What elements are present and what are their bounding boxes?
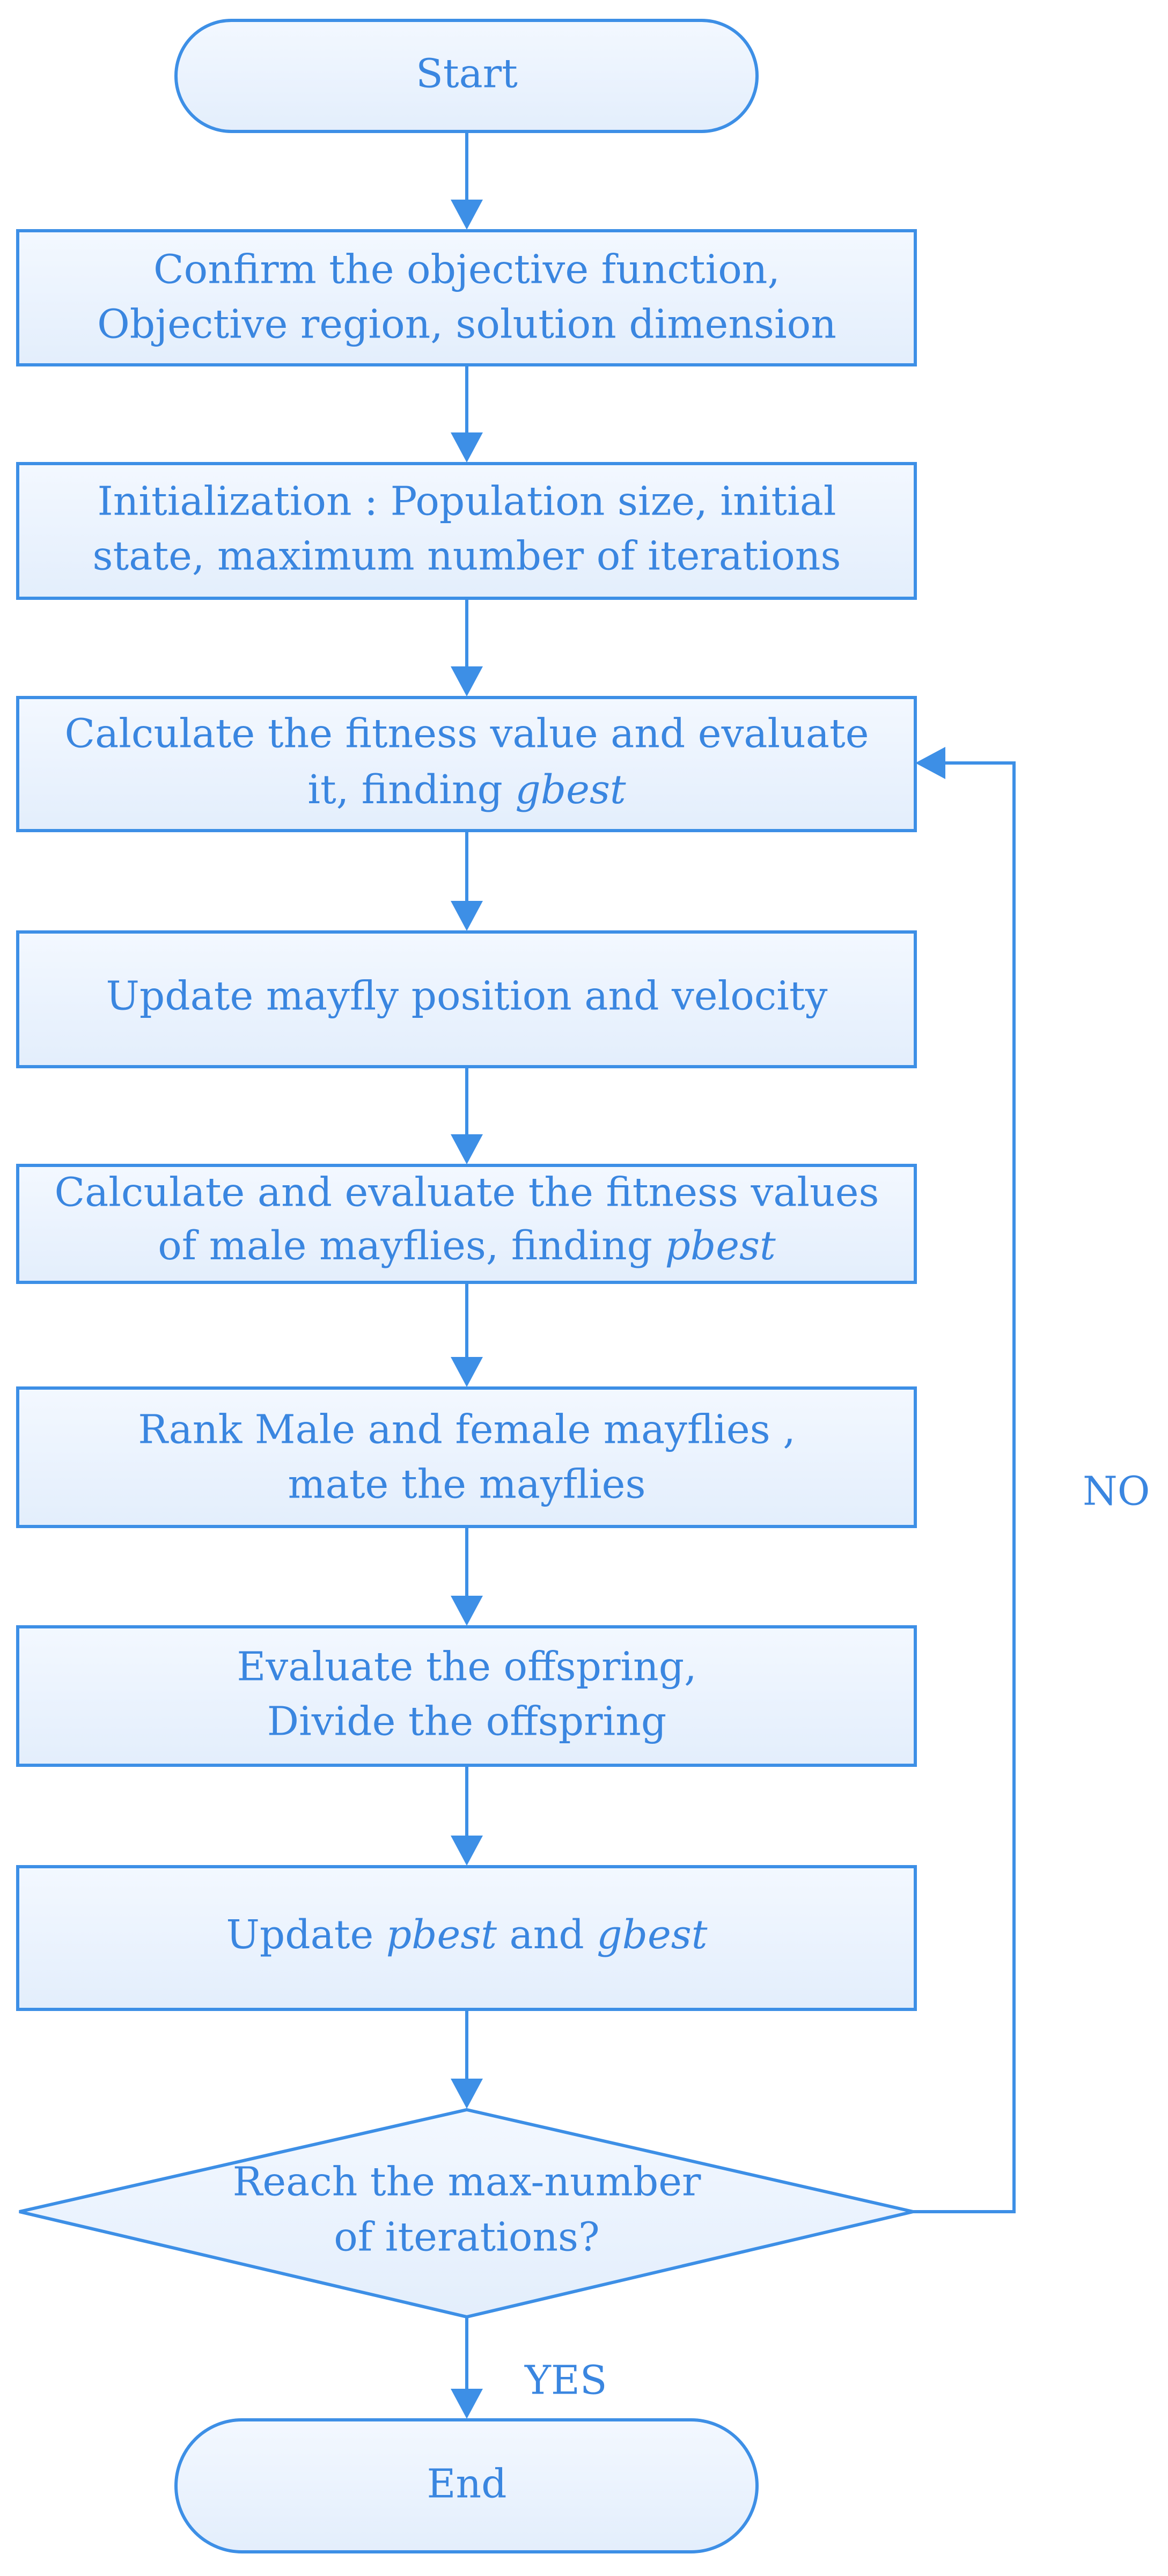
rank-mate-step: Rank Male and female mayflies , mate the… bbox=[16, 1386, 917, 1528]
connector-decision-loop-no bbox=[913, 747, 1016, 2213]
update-pbest-variable: pbest bbox=[386, 1912, 497, 1958]
connector-update-position-to-male-eval bbox=[451, 1067, 483, 1164]
connector-update-best-to-decision bbox=[451, 2009, 483, 2109]
connector-offspring-to-update-best bbox=[451, 1765, 483, 1866]
connector-init-to-fitness bbox=[451, 598, 483, 696]
fitness-evaluation-line2: it, finding gbest bbox=[307, 767, 626, 813]
end-label: End bbox=[427, 2461, 506, 2507]
update-position-step: Update mayfly position and velocity bbox=[16, 930, 917, 1068]
initialization-step: Initialization : Population size, initia… bbox=[16, 462, 917, 600]
pbest-variable: pbest bbox=[665, 1223, 776, 1269]
update-position-label: Update mayfly position and velocity bbox=[106, 973, 828, 1019]
yes-branch-label: YES bbox=[524, 2357, 607, 2403]
confirm-objective-line1: Confirm the objective function, bbox=[153, 246, 780, 292]
confirm-objective-line2: Objective region, solution dimension bbox=[97, 301, 836, 347]
connector-rank-to-offspring bbox=[451, 1526, 483, 1626]
male-fitness-line2: of male mayflies, finding pbest bbox=[158, 1223, 776, 1269]
start-label: Start bbox=[416, 50, 518, 97]
male-fitness-line2-prefix: of male mayflies, finding bbox=[158, 1223, 665, 1269]
update-gbest-variable: gbest bbox=[597, 1912, 708, 1958]
male-fitness-step: Calculate and evaluate the fitness value… bbox=[16, 1164, 917, 1284]
connector-confirm-to-init bbox=[451, 365, 483, 463]
update-best-step: Update pbest and gbest bbox=[16, 1865, 917, 2011]
fitness-evaluation-line2-prefix: it, finding bbox=[307, 767, 515, 813]
connector-male-eval-to-rank bbox=[451, 1282, 483, 1387]
decision-line2: of iterations? bbox=[334, 2214, 599, 2260]
gbest-variable: gbest bbox=[515, 767, 626, 813]
no-branch-label: NO bbox=[1083, 1468, 1150, 1514]
initialization-line2: state, maximum number of iterations bbox=[93, 533, 841, 579]
offspring-step: Evaluate the offspring, Divide the offsp… bbox=[16, 1625, 917, 1767]
connector-start-to-confirm bbox=[451, 131, 483, 230]
male-fitness-line1: Calculate and evaluate the fitness value… bbox=[55, 1169, 879, 1215]
connector-decision-to-end-yes bbox=[451, 2317, 483, 2419]
end-terminal: End bbox=[174, 2418, 759, 2553]
confirm-objective-step: Confirm the objective function, Objectiv… bbox=[16, 229, 917, 366]
decision-line1: Reach the max-number bbox=[233, 2159, 701, 2205]
start-terminal: Start bbox=[174, 19, 759, 133]
offspring-line2: Divide the offspring bbox=[267, 1698, 666, 1744]
update-best-prefix: Update bbox=[226, 1912, 386, 1958]
connector-fitness-to-update-position bbox=[451, 831, 483, 931]
fitness-evaluation-line1: Calculate the fitness value and evaluate bbox=[64, 710, 869, 757]
initialization-line1: Initialization : Population size, initia… bbox=[97, 478, 836, 524]
rank-mate-line1: Rank Male and female mayflies , bbox=[138, 1406, 795, 1452]
fitness-evaluation-step: Calculate the fitness value and evaluate… bbox=[16, 696, 917, 832]
update-best-label: Update pbest and gbest bbox=[226, 1912, 708, 1958]
update-best-middle: and bbox=[497, 1912, 597, 1958]
offspring-line1: Evaluate the offspring, bbox=[237, 1643, 696, 1690]
max-iterations-decision: Reach the max-number of iterations? bbox=[19, 2108, 914, 2319]
rank-mate-line2: mate the mayflies bbox=[288, 1461, 646, 1507]
